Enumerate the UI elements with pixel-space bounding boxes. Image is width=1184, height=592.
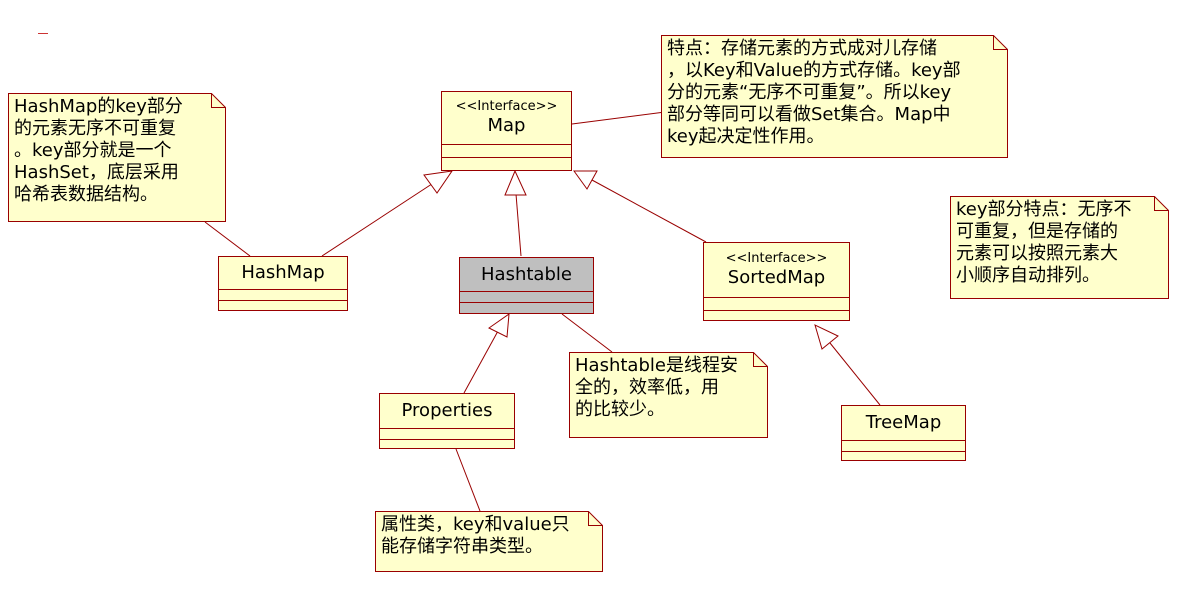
note-hashmap[interactable]: HashMap的key部分 的元素无序不可重复 。key部分就是一个 HashS… (8, 93, 226, 222)
inherit-line-treemap-sortedmap (829, 342, 881, 406)
note-map[interactable]: 特点：存储元素的方式成对儿存储 ，以Key和Value的方式存储。key部 分的… (661, 35, 1008, 158)
note-link-hashtable (561, 313, 613, 353)
class-properties[interactable]: Properties (379, 393, 515, 449)
class-hashmap-operations (219, 301, 347, 310)
note-map-text: 特点：存储元素的方式成对儿存储 ，以Key和Value的方式存储。key部 分的… (667, 38, 961, 147)
class-map-stereotype: <<Interface>> (455, 99, 558, 114)
note-hashtable[interactable]: Hashtable是线程安 全的，效率低，用 的比较少。 (569, 352, 768, 438)
note-hashmap-frame (8, 93, 226, 222)
class-sortedmap[interactable]: <<Interface>> SortedMap (703, 242, 850, 321)
class-treemap-header: TreeMap (842, 406, 965, 441)
note-hashtable-frame (569, 352, 768, 438)
class-sortedmap-name: SortedMap (727, 267, 826, 288)
inherit-arrow-properties-hashtable (488, 312, 510, 338)
inherit-arrow-sortedmap-map (573, 170, 598, 190)
class-map[interactable]: <<Interface>> Map (441, 91, 572, 171)
class-properties-attributes (380, 429, 514, 440)
class-hashtable-operations (460, 303, 593, 313)
class-sortedmap-operations (704, 311, 849, 320)
class-treemap-operations (842, 452, 965, 460)
class-map-name: Map (487, 115, 526, 136)
note-link-map (571, 111, 666, 125)
class-hashtable-header: Hashtable (460, 258, 593, 292)
inherit-arrow-hashtable-map (504, 169, 527, 196)
class-hashmap[interactable]: HashMap (218, 256, 348, 311)
class-treemap[interactable]: TreeMap (841, 405, 966, 461)
note-hashtable-text: Hashtable是线程安 全的，效率低，用 的比较少。 (575, 355, 738, 420)
class-hashtable[interactable]: Hashtable (459, 257, 594, 314)
note-key-frame (950, 196, 1169, 299)
note-key[interactable]: key部分特点：无序不 可重复，但是存储的 元素可以按照元素大 小顺序自动排列。 (950, 196, 1169, 299)
class-hashmap-attributes (219, 290, 347, 301)
note-properties-frame (375, 511, 603, 572)
note-key-text: key部分特点：无序不 可重复，但是存储的 元素可以按照元素大 小顺序自动排列。 (956, 199, 1132, 286)
class-sortedmap-stereotype: <<Interface>> (725, 251, 828, 266)
class-hashmap-header: HashMap (219, 257, 347, 290)
note-link-properties (455, 448, 481, 512)
class-sortedmap-attributes (704, 298, 849, 311)
note-hashmap-text: HashMap的key部分 的元素无序不可重复 。key部分就是一个 HashS… (14, 96, 183, 205)
stray-mark (38, 33, 48, 34)
class-hashtable-attributes (460, 292, 593, 303)
note-link-hashmap (204, 221, 251, 257)
class-properties-name: Properties (401, 400, 493, 421)
inherit-line-hashmap-map (321, 177, 442, 257)
inherit-line-properties-hashtable (463, 330, 499, 394)
inherit-line-sortedmap-map (591, 179, 707, 243)
class-hashtable-name: Hashtable (481, 263, 572, 285)
inherit-line-hashtable-map (515, 193, 522, 257)
class-sortedmap-header: <<Interface>> SortedMap (704, 243, 849, 298)
inherit-arrow-treemap-sortedmap (814, 324, 839, 350)
note-map-frame (661, 35, 1008, 158)
class-hashmap-name: HashMap (241, 262, 325, 283)
class-treemap-attributes (842, 441, 965, 452)
class-map-operations (442, 158, 571, 170)
inherit-arrow-hashmap-map (423, 170, 454, 194)
class-map-header: <<Interface>> Map (442, 92, 571, 145)
note-properties[interactable]: 属性类，key和value只 能存储字符串类型。 (375, 511, 603, 572)
note-properties-text: 属性类，key和value只 能存储字符串类型。 (381, 514, 570, 557)
class-map-attributes (442, 145, 571, 158)
class-treemap-name: TreeMap (865, 412, 942, 433)
class-properties-operations (380, 440, 514, 448)
class-properties-header: Properties (380, 394, 514, 429)
